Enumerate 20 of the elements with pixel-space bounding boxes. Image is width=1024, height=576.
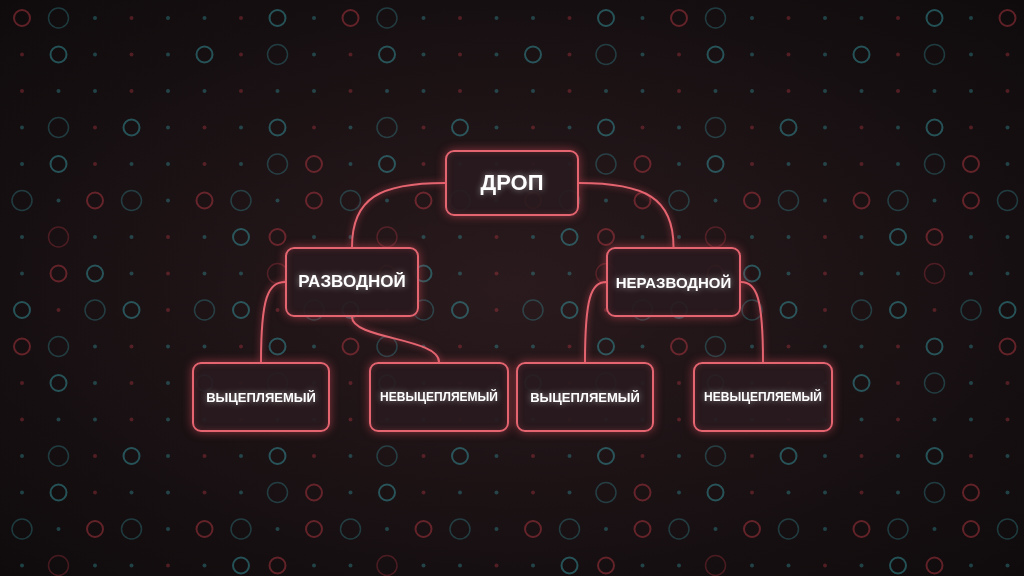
category-label: НЕВЫЦЕПЛЯЕМЫЙ [704,390,822,404]
connector-line [740,281,764,363]
category-label: ВЫЦЕПЛЯЕМЫЙ [530,389,640,405]
category-box [445,150,579,216]
category-box [606,247,741,317]
category-box [192,362,330,432]
connector-line [260,281,286,363]
category-box [693,362,833,432]
connector-line [578,182,675,248]
category-label: РАЗВОДНОЙ [298,272,406,292]
category-label: ДРОП [480,170,544,196]
connector-line [584,281,607,363]
category-label: НЕВЫЦЕПЛЯЕМЫЙ [380,390,498,404]
category-box [285,247,419,317]
category-label: НЕРАЗВОДНОЙ [615,273,732,291]
category-label: ВЫЦЕПЛЯЕМЫЙ [206,389,316,405]
connector-line [351,182,446,248]
category-box [369,362,509,432]
connector-line [351,316,440,363]
category-box [516,362,654,432]
